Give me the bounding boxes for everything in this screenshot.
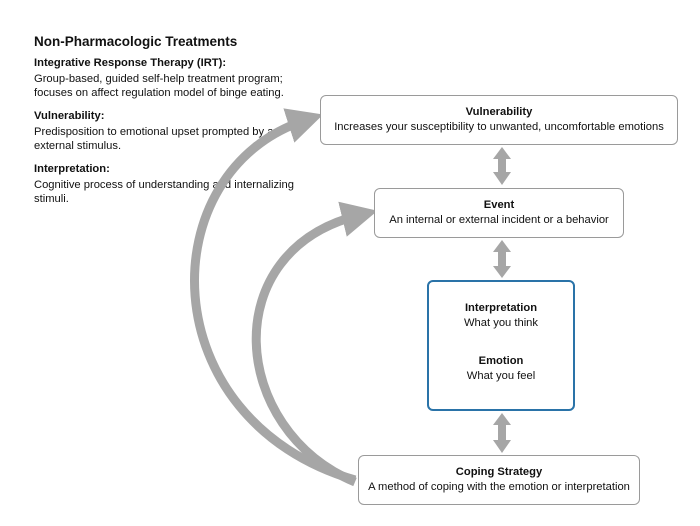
definition-text: Cognitive process of understanding and i… xyxy=(34,179,294,205)
definition-term: Vulnerability: xyxy=(34,110,105,122)
double-arrow-vuln-event xyxy=(493,147,511,185)
event-title: Event xyxy=(483,199,515,211)
feedback-arrow-to-event xyxy=(251,201,378,487)
event-desc: An internal or external incident or a be… xyxy=(389,214,609,226)
definition-term: Interpretation: xyxy=(34,163,110,175)
emotion-desc: What you feel xyxy=(466,370,536,382)
emotion-title: Emotion xyxy=(478,355,524,367)
double-arrow-interp-coping xyxy=(493,413,511,453)
event-box: Event An internal or external incident o… xyxy=(374,188,624,238)
coping-strategy-box: Coping Strategy A method of coping with … xyxy=(358,455,640,505)
definition-interpretation: Interpretation: Cognitive process of und… xyxy=(34,163,304,206)
vulnerability-title: Vulnerability xyxy=(465,106,533,118)
feedback-arrow-to-vulnerability xyxy=(190,108,357,485)
definition-text: Group-based, guided self-help treatment … xyxy=(34,73,284,99)
definition-text: Predisposition to emotional upset prompt… xyxy=(34,126,280,152)
definitions-panel: Non-Pharmacologic Treatments Integrative… xyxy=(34,34,304,216)
definition-term: Integrative Response Therapy (IRT): xyxy=(34,57,227,69)
coping-title: Coping Strategy xyxy=(455,466,543,478)
double-arrow-event-interp xyxy=(493,240,511,278)
page-title: Non-Pharmacologic Treatments xyxy=(34,34,238,49)
interpretation-title: Interpretation xyxy=(464,302,538,314)
vulnerability-desc: Increases your susceptibility to unwante… xyxy=(334,121,664,133)
vulnerability-box: Vulnerability Increases your susceptibil… xyxy=(320,95,678,145)
coping-desc: A method of coping with the emotion or i… xyxy=(368,481,630,493)
definition-irt: Integrative Response Therapy (IRT): Grou… xyxy=(34,57,304,100)
interpretation-desc: What you think xyxy=(464,317,538,329)
definition-vulnerability: Vulnerability: Predisposition to emotion… xyxy=(34,110,304,153)
interpretation-emotion-box: Interpretation What you think Emotion Wh… xyxy=(427,280,575,411)
